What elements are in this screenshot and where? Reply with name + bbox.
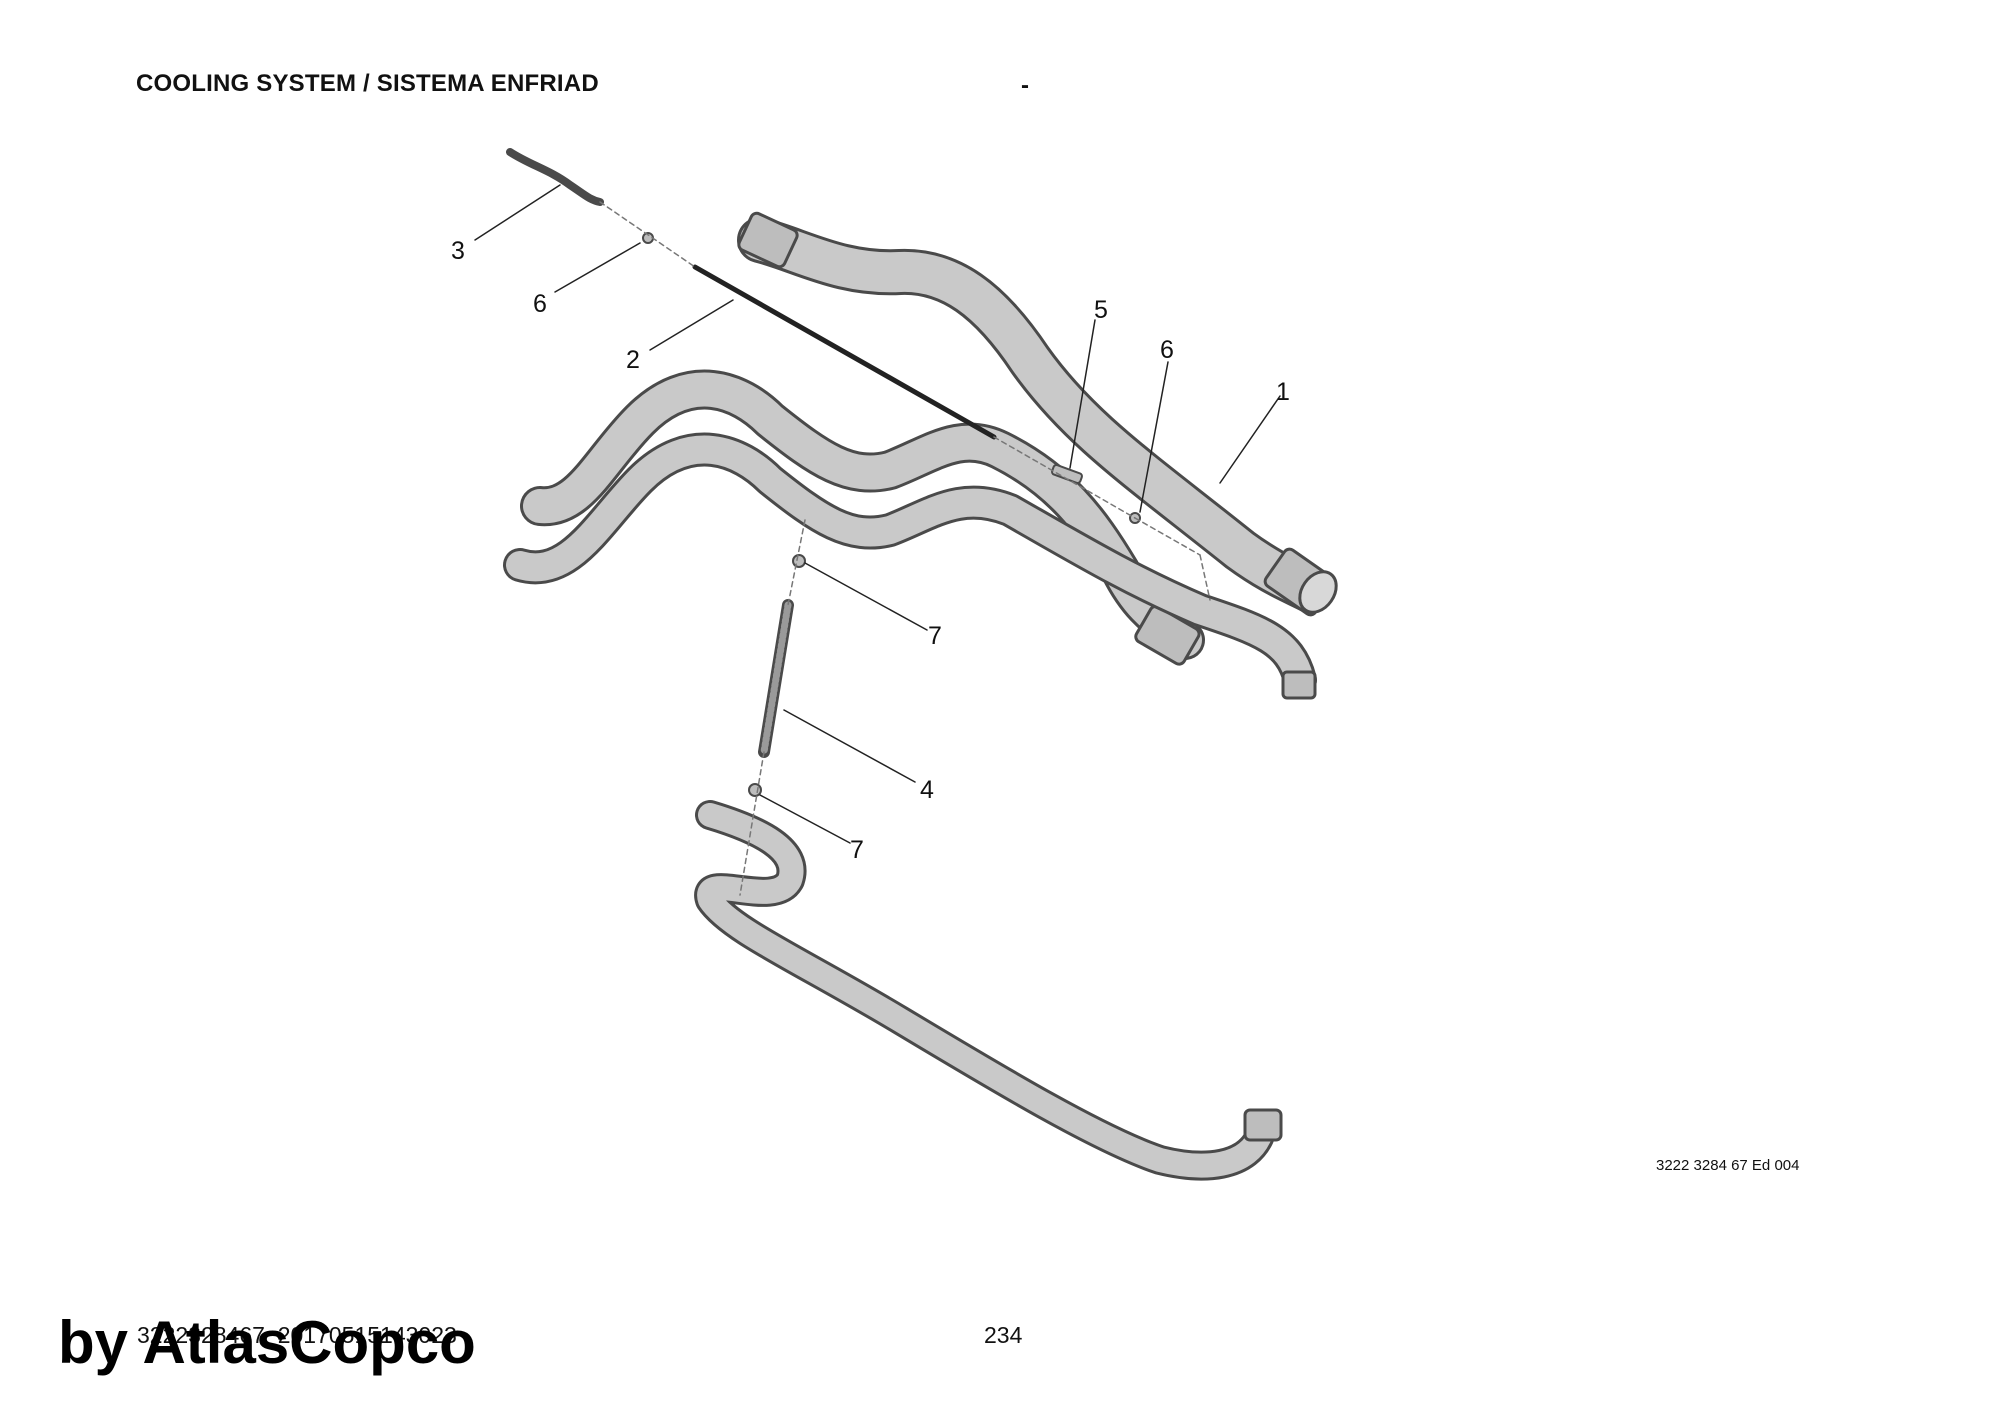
drawing-reference: 3222 3284 67 Ed 004 <box>1656 1157 1800 1174</box>
rod-2 <box>692 264 997 440</box>
callout-6-left: 6 <box>533 290 547 318</box>
watermark: by AtlasCopco <box>58 1309 476 1376</box>
hose-middle-lower <box>503 432 1317 700</box>
spring-4 <box>758 599 794 758</box>
callout-3: 3 <box>451 237 465 265</box>
callout-4: 4 <box>920 776 934 804</box>
header-dash: - <box>1021 72 1029 99</box>
callout-1: 1 <box>1276 378 1290 406</box>
assembly-lines <box>599 201 1211 896</box>
callout-6-right: 6 <box>1160 336 1174 364</box>
callout-7-upper: 7 <box>928 622 942 650</box>
document-id: 3222328467_20170515143023 <box>137 1322 457 1348</box>
hose-3 <box>506 148 604 206</box>
callout-2: 2 <box>626 346 640 374</box>
page-number: 234 <box>984 1322 1023 1348</box>
grommet-7-lower <box>748 783 762 797</box>
leader-lines <box>474 184 1281 844</box>
hose-lower <box>694 800 1283 1181</box>
callout-7-lower: 7 <box>850 836 864 864</box>
hose-1 <box>737 211 1338 617</box>
page-title: COOLING SYSTEM / SISTEMA ENFRIAD <box>136 70 599 97</box>
callout-5: 5 <box>1094 296 1108 324</box>
grommet-7-upper <box>792 554 806 568</box>
